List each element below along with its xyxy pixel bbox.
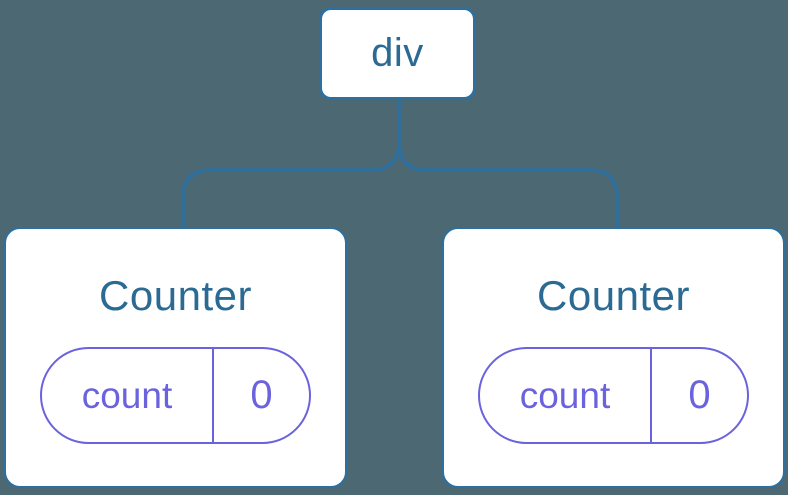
state-pill: count 0 — [40, 347, 311, 444]
component-title: Counter — [537, 272, 690, 319]
pill-divider — [650, 349, 652, 442]
state-key-label: count — [81, 374, 173, 416]
component-title: Counter — [99, 272, 252, 319]
state-value: 0 — [250, 373, 273, 417]
state-pill: count 0 — [478, 347, 749, 444]
counter-card-left: Counter count 0 — [4, 227, 347, 488]
connector-left-branch — [181, 99, 401, 229]
connector-right-branch — [397, 99, 619, 229]
counter-card-right: Counter count 0 — [442, 227, 785, 488]
state-key-label: count — [519, 374, 611, 416]
root-node-label: div — [371, 31, 424, 75]
root-node-div: div — [319, 7, 476, 100]
pill-divider — [212, 349, 214, 442]
state-value: 0 — [688, 373, 711, 417]
